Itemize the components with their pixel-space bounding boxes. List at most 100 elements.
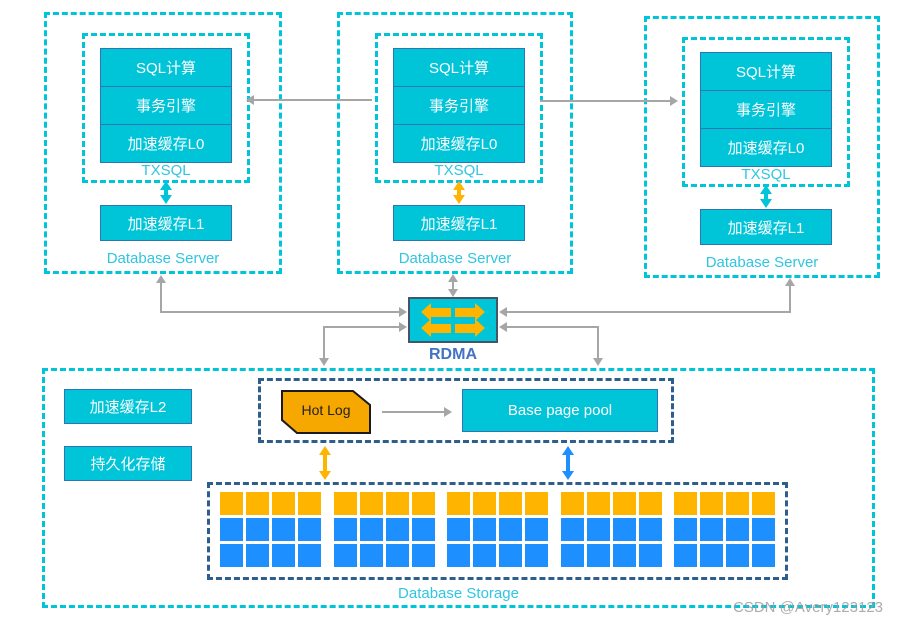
disk-cell-orange xyxy=(612,492,636,515)
hotlog-to-pool-arrow-icon xyxy=(444,407,452,417)
database-server-3: SQL计算 事务引擎 加速缓存L0 TXSQL 加速缓存L1 Database … xyxy=(644,16,880,278)
disk-grid-box xyxy=(207,482,788,580)
disk-cell-orange xyxy=(220,492,243,515)
disk-cell-blue xyxy=(411,544,435,567)
disk-cell-blue xyxy=(586,518,610,541)
disk-cell-blue xyxy=(411,518,435,541)
link-arrow-down-icon xyxy=(160,195,172,204)
disk-cell-orange xyxy=(473,492,496,515)
disk-cell-orange xyxy=(411,492,435,515)
disk-cell-blue xyxy=(612,518,636,541)
disk-cell-blue xyxy=(752,544,775,567)
module-cache-l0: 加速缓存L0 xyxy=(701,128,831,166)
cache-l1-box: 加速缓存L1 xyxy=(100,205,232,241)
left-arrow-icon xyxy=(421,318,451,337)
module-tx-engine: 事务引擎 xyxy=(701,90,831,128)
connector-line xyxy=(323,326,325,358)
connector-line xyxy=(597,326,599,358)
disk-cell-blue xyxy=(726,544,749,567)
disk-cell-orange xyxy=(586,492,610,515)
disk-cell-blue xyxy=(752,518,775,541)
pool-storage-arrow-up-icon xyxy=(562,446,574,455)
disk-cell-orange xyxy=(447,492,470,515)
pool-storage-arrow-down-icon xyxy=(562,471,574,480)
disk-group-3 xyxy=(447,492,548,570)
txsql-box-2: SQL计算 事务引擎 加速缓存L0 TXSQL xyxy=(375,33,543,183)
disk-cell-blue xyxy=(272,544,295,567)
disk-cell-blue xyxy=(220,544,243,567)
link-line xyxy=(764,192,768,200)
cache-l2-box: 加速缓存L2 xyxy=(64,389,192,424)
hotlog-to-pool-line xyxy=(382,411,444,413)
disk-cell-blue xyxy=(447,518,470,541)
database-storage-label: Database Storage xyxy=(398,585,519,602)
link-line xyxy=(164,188,168,196)
txsql-stack-3: SQL计算 事务引擎 加速缓存L0 xyxy=(700,52,832,167)
persistent-storage-box: 持久化存储 xyxy=(64,446,192,481)
disk-cell-blue xyxy=(272,518,295,541)
disk-cell-orange xyxy=(333,492,357,515)
hotlog-storage-arrow-down-icon xyxy=(319,471,331,480)
disk-cell-blue xyxy=(674,544,697,567)
disk-cell-blue xyxy=(298,518,321,541)
disk-cell-orange xyxy=(246,492,269,515)
arrow-to-rdma-icon xyxy=(399,307,407,317)
disk-cell-orange xyxy=(700,492,723,515)
server-label: Database Server xyxy=(398,250,512,267)
arrow-to-storage-icon xyxy=(593,358,603,366)
disk-cell-blue xyxy=(674,518,697,541)
connector-line xyxy=(789,285,791,313)
disk-cell-blue xyxy=(298,544,321,567)
disk-cell-blue xyxy=(359,544,383,567)
module-tx-engine: 事务引擎 xyxy=(101,86,231,124)
txsql-label: TXSQL xyxy=(434,162,484,179)
server2-to-server1-line xyxy=(253,99,372,101)
arrow-to-server1-icon xyxy=(156,275,166,283)
disk-cell-blue xyxy=(473,518,496,541)
connector-line xyxy=(507,326,598,328)
disk-cell-orange xyxy=(752,492,775,515)
disk-cell-orange xyxy=(674,492,697,515)
disk-group-1 xyxy=(220,492,321,570)
pool-storage-line xyxy=(566,454,570,472)
disk-cell-blue xyxy=(612,544,636,567)
link-arrow-up-icon xyxy=(760,185,772,194)
disk-cell-blue xyxy=(586,544,610,567)
right-arrow-icon xyxy=(455,302,485,321)
disk-cell-blue xyxy=(499,518,522,541)
txsql-stack-2: SQL计算 事务引擎 加速缓存L0 xyxy=(393,48,525,163)
disk-cell-blue xyxy=(499,544,522,567)
disk-cell-blue xyxy=(560,518,584,541)
arrow-to-rdma-icon xyxy=(399,322,407,332)
disk-group-5 xyxy=(674,492,775,570)
storage-section-box: Database Storage xyxy=(42,368,875,608)
disk-group-4 xyxy=(560,492,662,570)
disk-cell-blue xyxy=(638,544,662,567)
server2-to-server3-arrow-icon xyxy=(670,96,678,106)
disk-cell-orange xyxy=(272,492,295,515)
connector-line xyxy=(160,283,162,313)
server-label: Database Server xyxy=(705,254,819,271)
disk-cell-blue xyxy=(473,544,496,567)
link-arrow-down-icon xyxy=(760,199,772,208)
arrow-to-rdma-icon xyxy=(499,322,507,332)
arrow-to-rdma-icon xyxy=(448,289,458,297)
disk-cell-blue xyxy=(447,544,470,567)
server2-to-server1-arrow-icon xyxy=(246,95,254,105)
rdma-label: RDMA xyxy=(429,346,477,363)
disk-cell-orange xyxy=(298,492,321,515)
disk-cell-blue xyxy=(700,544,723,567)
disk-cell-blue xyxy=(560,544,584,567)
txsql-box-3: SQL计算 事务引擎 加速缓存L0 TXSQL xyxy=(682,37,850,187)
hot-log-polygon-icon xyxy=(281,390,371,434)
disk-cell-blue xyxy=(385,518,409,541)
database-server-1: SQL计算 事务引擎 加速缓存L0 TXSQL 加速缓存L1 Database … xyxy=(44,12,282,274)
disk-cell-orange xyxy=(385,492,409,515)
cache-l1-box: 加速缓存L1 xyxy=(393,205,525,241)
disk-cell-blue xyxy=(333,544,357,567)
txsql-label: TXSQL xyxy=(141,162,191,179)
server2-to-server3-line xyxy=(540,100,671,102)
disk-group-2 xyxy=(333,492,435,570)
disk-cell-orange xyxy=(359,492,383,515)
